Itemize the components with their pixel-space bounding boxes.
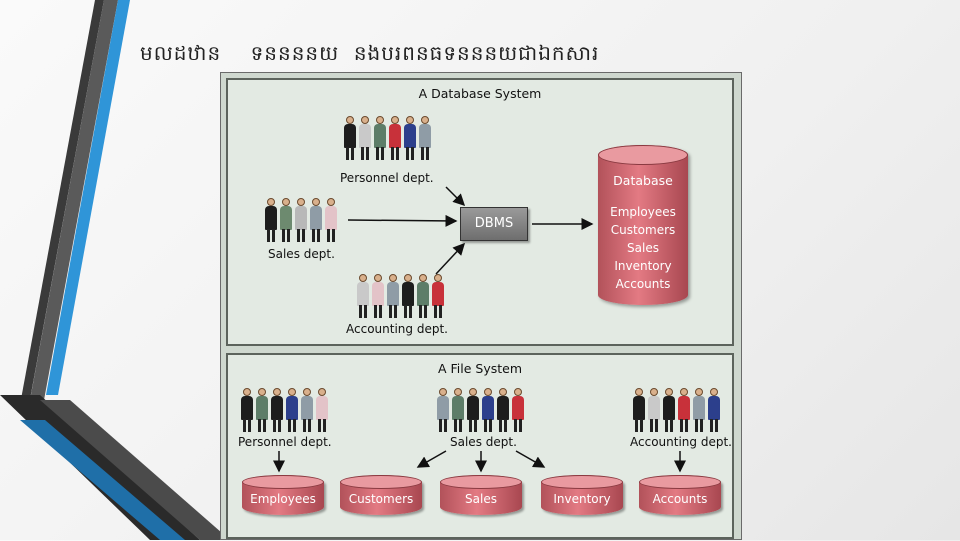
file-customers-label: Customers xyxy=(348,492,414,506)
file-system-panel: A File System Personnel dept. Sales dept… xyxy=(226,353,734,539)
file-inventory-label: Inventory xyxy=(553,492,611,506)
database-item-customers: Customers xyxy=(610,223,676,237)
database-vs-file-system-figure: A Database System Personnel dept. Sales … xyxy=(220,72,742,540)
sales-people-icon xyxy=(264,198,338,242)
file-sales-cylinder: Sales xyxy=(440,475,522,515)
slide-title: មលដឋាន ទននននយ នងបរពនធទនននយជាឯកសារ xyxy=(140,41,600,65)
fs-personnel-people-icon xyxy=(240,388,329,432)
file-customers-cylinder: Customers xyxy=(340,475,422,515)
file-system-title: A File System xyxy=(437,361,523,376)
fs-personnel-dept-label: Personnel dept. xyxy=(238,435,332,449)
fs-sales-dept-label: Sales dept. xyxy=(450,435,517,449)
database-item-inventory: Inventory xyxy=(614,259,672,273)
database-system-title: A Database System xyxy=(418,86,542,101)
fs-sales-people-icon xyxy=(436,388,525,432)
file-accounts-label: Accounts xyxy=(652,492,708,506)
file-inventory-cylinder: Inventory xyxy=(541,475,623,515)
file-accounts-cylinder: Accounts xyxy=(639,475,721,515)
accounting-dept-label: Accounting dept. xyxy=(346,322,448,336)
database-cylinder: Database Employees Customers Sales Inven… xyxy=(598,145,688,305)
dbms-box: DBMS xyxy=(460,207,528,241)
fs-accounting-dept-label: Accounting dept. xyxy=(630,435,732,449)
fs-accounting-people-icon xyxy=(632,388,721,432)
personnel-dept-label: Personnel dept. xyxy=(340,171,434,185)
database-item-accounts: Accounts xyxy=(615,277,671,291)
file-employees-label: Employees xyxy=(250,492,316,506)
fs-flow-arrows xyxy=(273,450,686,473)
file-sales-label: Sales xyxy=(465,492,497,506)
database-label: Database xyxy=(613,173,673,188)
personnel-people-icon xyxy=(343,116,432,160)
database-item-employees: Employees xyxy=(610,205,676,219)
database-system-panel: A Database System Personnel dept. Sales … xyxy=(226,78,734,346)
file-employees-cylinder: Employees xyxy=(242,475,324,515)
accounting-people-icon xyxy=(356,274,445,318)
sales-dept-label: Sales dept. xyxy=(268,247,335,261)
database-item-sales: Sales xyxy=(627,241,659,255)
db-flow-arrows xyxy=(347,186,594,275)
